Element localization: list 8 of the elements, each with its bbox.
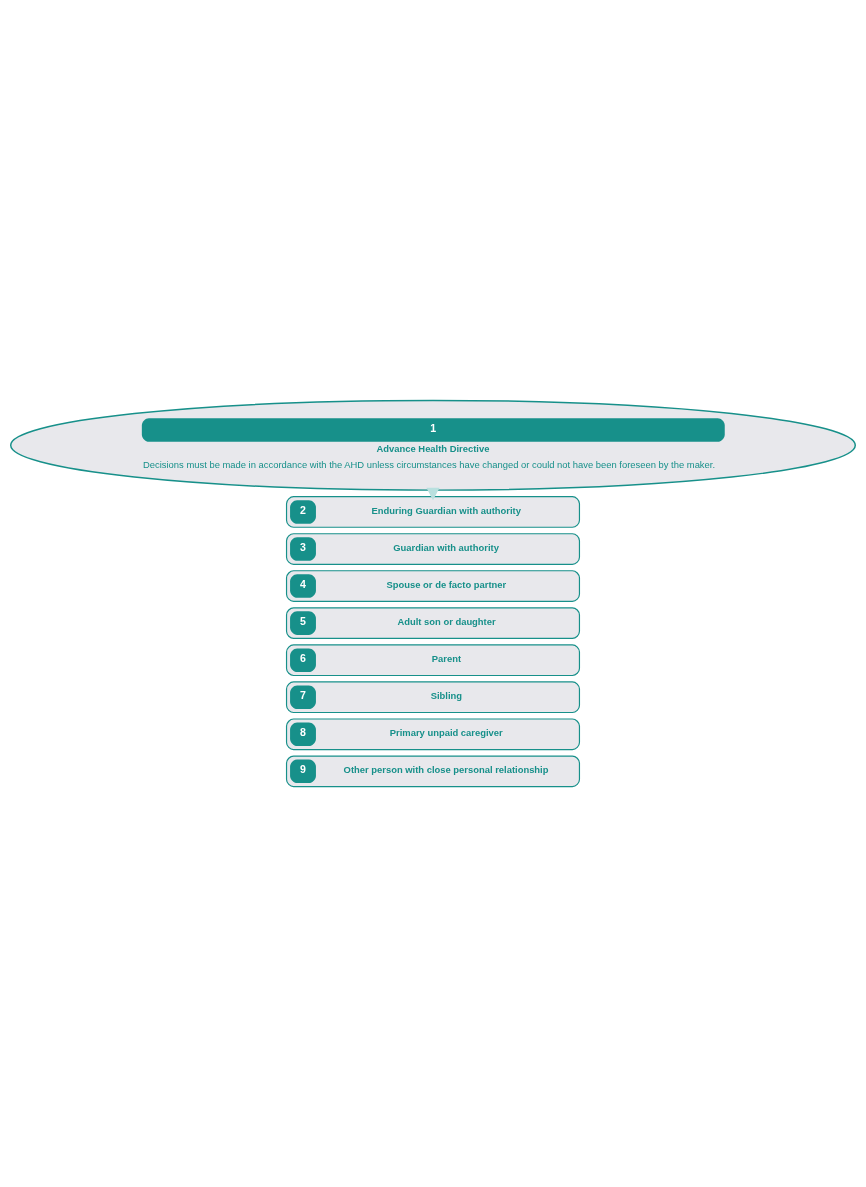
- node-box: 3 Guardian with authority: [285, 533, 581, 565]
- node-box: 5 Adult son or daughter: [285, 607, 581, 639]
- node-box: 7 Sibling: [285, 681, 581, 714]
- node-box: 6 Parent: [285, 644, 581, 677]
- node-box: 9 Other person with close personal relationship: [285, 755, 581, 788]
- node-box: 2 Enduring Guardian with authority: [285, 496, 581, 528]
- node-box: 8 Primary unpaid caregiver: [285, 718, 581, 751]
- node-box: 4 Spouse or de facto partner: [285, 570, 581, 602]
